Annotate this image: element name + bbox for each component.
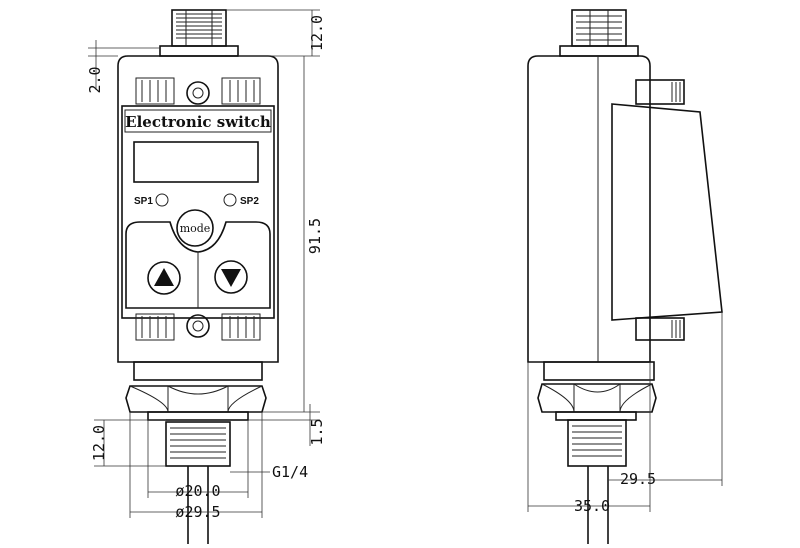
dim-thread: G1/4 <box>272 463 308 481</box>
down-arrow-icon <box>221 269 241 287</box>
dim-side-depth: 29.5 <box>620 470 656 488</box>
mode-label: mode <box>180 222 211 235</box>
panel-label: Electronic switch <box>125 113 271 131</box>
front-top-fitting <box>159 9 239 57</box>
mode-button[interactable] <box>176 209 214 247</box>
dim-body-height: 91.5 <box>306 218 324 254</box>
sp2-label: SP2 <box>240 196 259 207</box>
dim-inner-dia: ø20.0 <box>175 482 220 500</box>
dim-outer-dia: ø29.5 <box>175 503 220 521</box>
front-view: Electronic switch SP1 SP2 mode <box>86 9 326 544</box>
sp1-label: SP1 <box>134 196 153 207</box>
dim-hex-gap: 1.5 <box>308 418 326 445</box>
side-housing <box>527 55 723 363</box>
side-hex-nut <box>537 361 657 544</box>
dim-side-width: 35.0 <box>574 497 610 515</box>
side-view: 29.5 35.0 <box>527 9 723 544</box>
up-button[interactable] <box>147 261 181 295</box>
side-top-fitting <box>559 9 639 57</box>
down-button[interactable] <box>214 260 248 294</box>
dim-top-fitting: 12.0 <box>308 15 326 51</box>
front-dimensions: 12.0 2.0 91.5 1.5 12.0 G1/4 ø20.0 <box>86 9 326 521</box>
dim-top-offset: 2.0 <box>86 66 104 93</box>
front-housing: Electronic switch SP1 SP2 mode <box>117 55 279 363</box>
dim-port-length: 12.0 <box>90 425 108 461</box>
side-dimensions: 29.5 35.0 <box>527 312 723 515</box>
up-arrow-icon <box>154 268 174 286</box>
